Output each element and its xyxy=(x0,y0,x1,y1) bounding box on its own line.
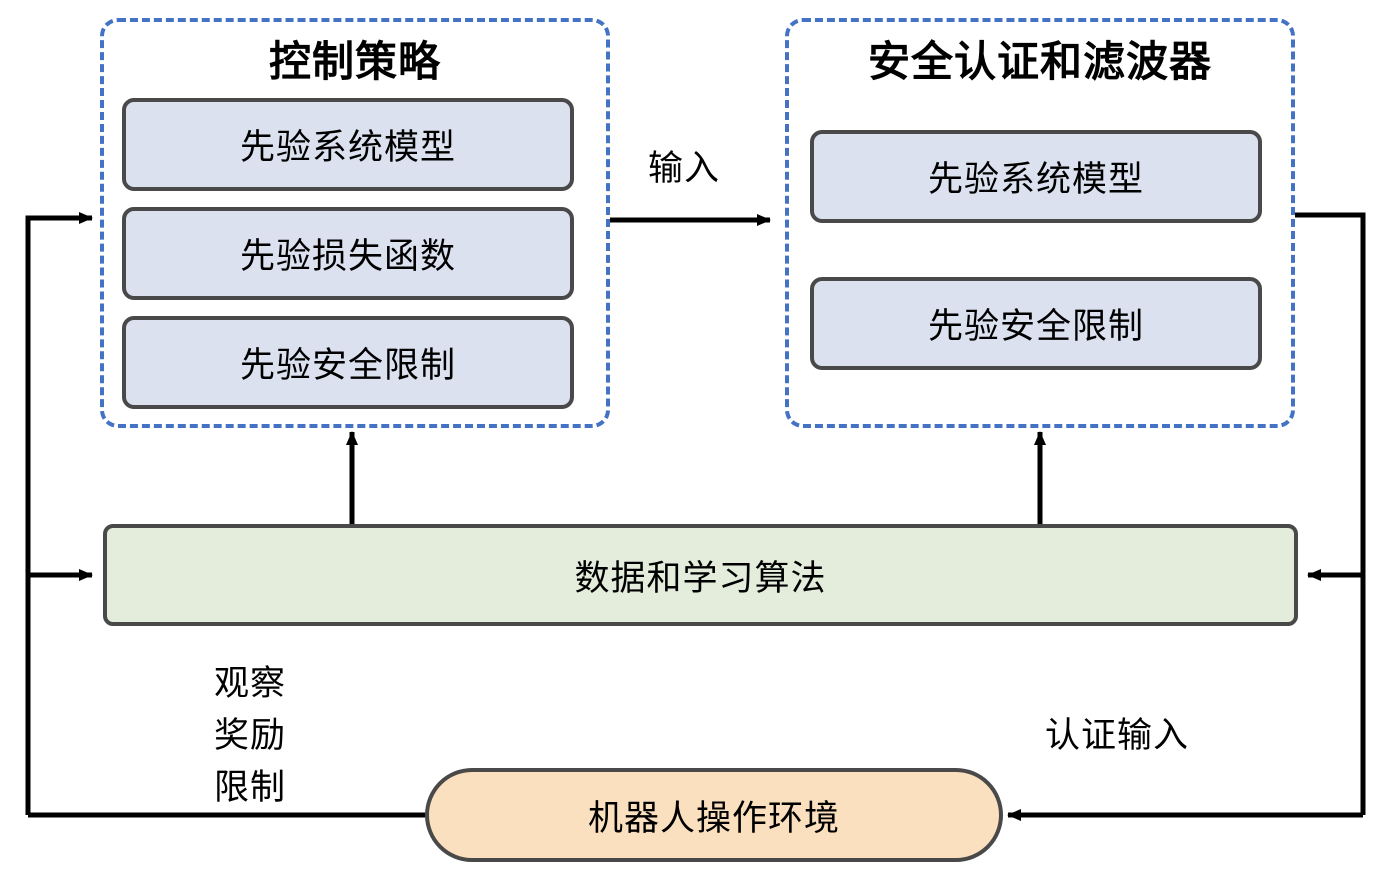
edge-label-observation-reward-constraint: 观察 奖励 限制 xyxy=(214,664,287,807)
group-control-policy: 控制策略 xyxy=(100,18,610,428)
box-prior-loss-function[interactable]: 先验损失函数 xyxy=(122,207,574,300)
box-prior-system-model-filter[interactable]: 先验系统模型 xyxy=(810,130,1262,223)
box-prior-safety-constraint-filter[interactable]: 先验安全限制 xyxy=(810,277,1262,370)
edge-label-certified-input: 认证输入 xyxy=(1045,716,1190,755)
edge-label-input: 输入 xyxy=(648,149,721,188)
arrow-feedback-left-spine xyxy=(25,212,93,815)
pill-robot-operating-environment[interactable]: 机器人操作环境 xyxy=(425,768,1003,862)
group-safety-certification: 安全认证和滤波器 xyxy=(785,18,1295,428)
box-prior-safety-constraint-policy[interactable]: 先验安全限制 xyxy=(122,316,574,409)
group-control-policy-title: 控制策略 xyxy=(268,38,441,85)
bar-data-and-learning-algorithm[interactable]: 数据和学习算法 xyxy=(103,524,1298,626)
box-prior-system-model-policy[interactable]: 先验系统模型 xyxy=(122,98,574,191)
group-safety-certification-title: 安全认证和滤波器 xyxy=(867,38,1212,85)
